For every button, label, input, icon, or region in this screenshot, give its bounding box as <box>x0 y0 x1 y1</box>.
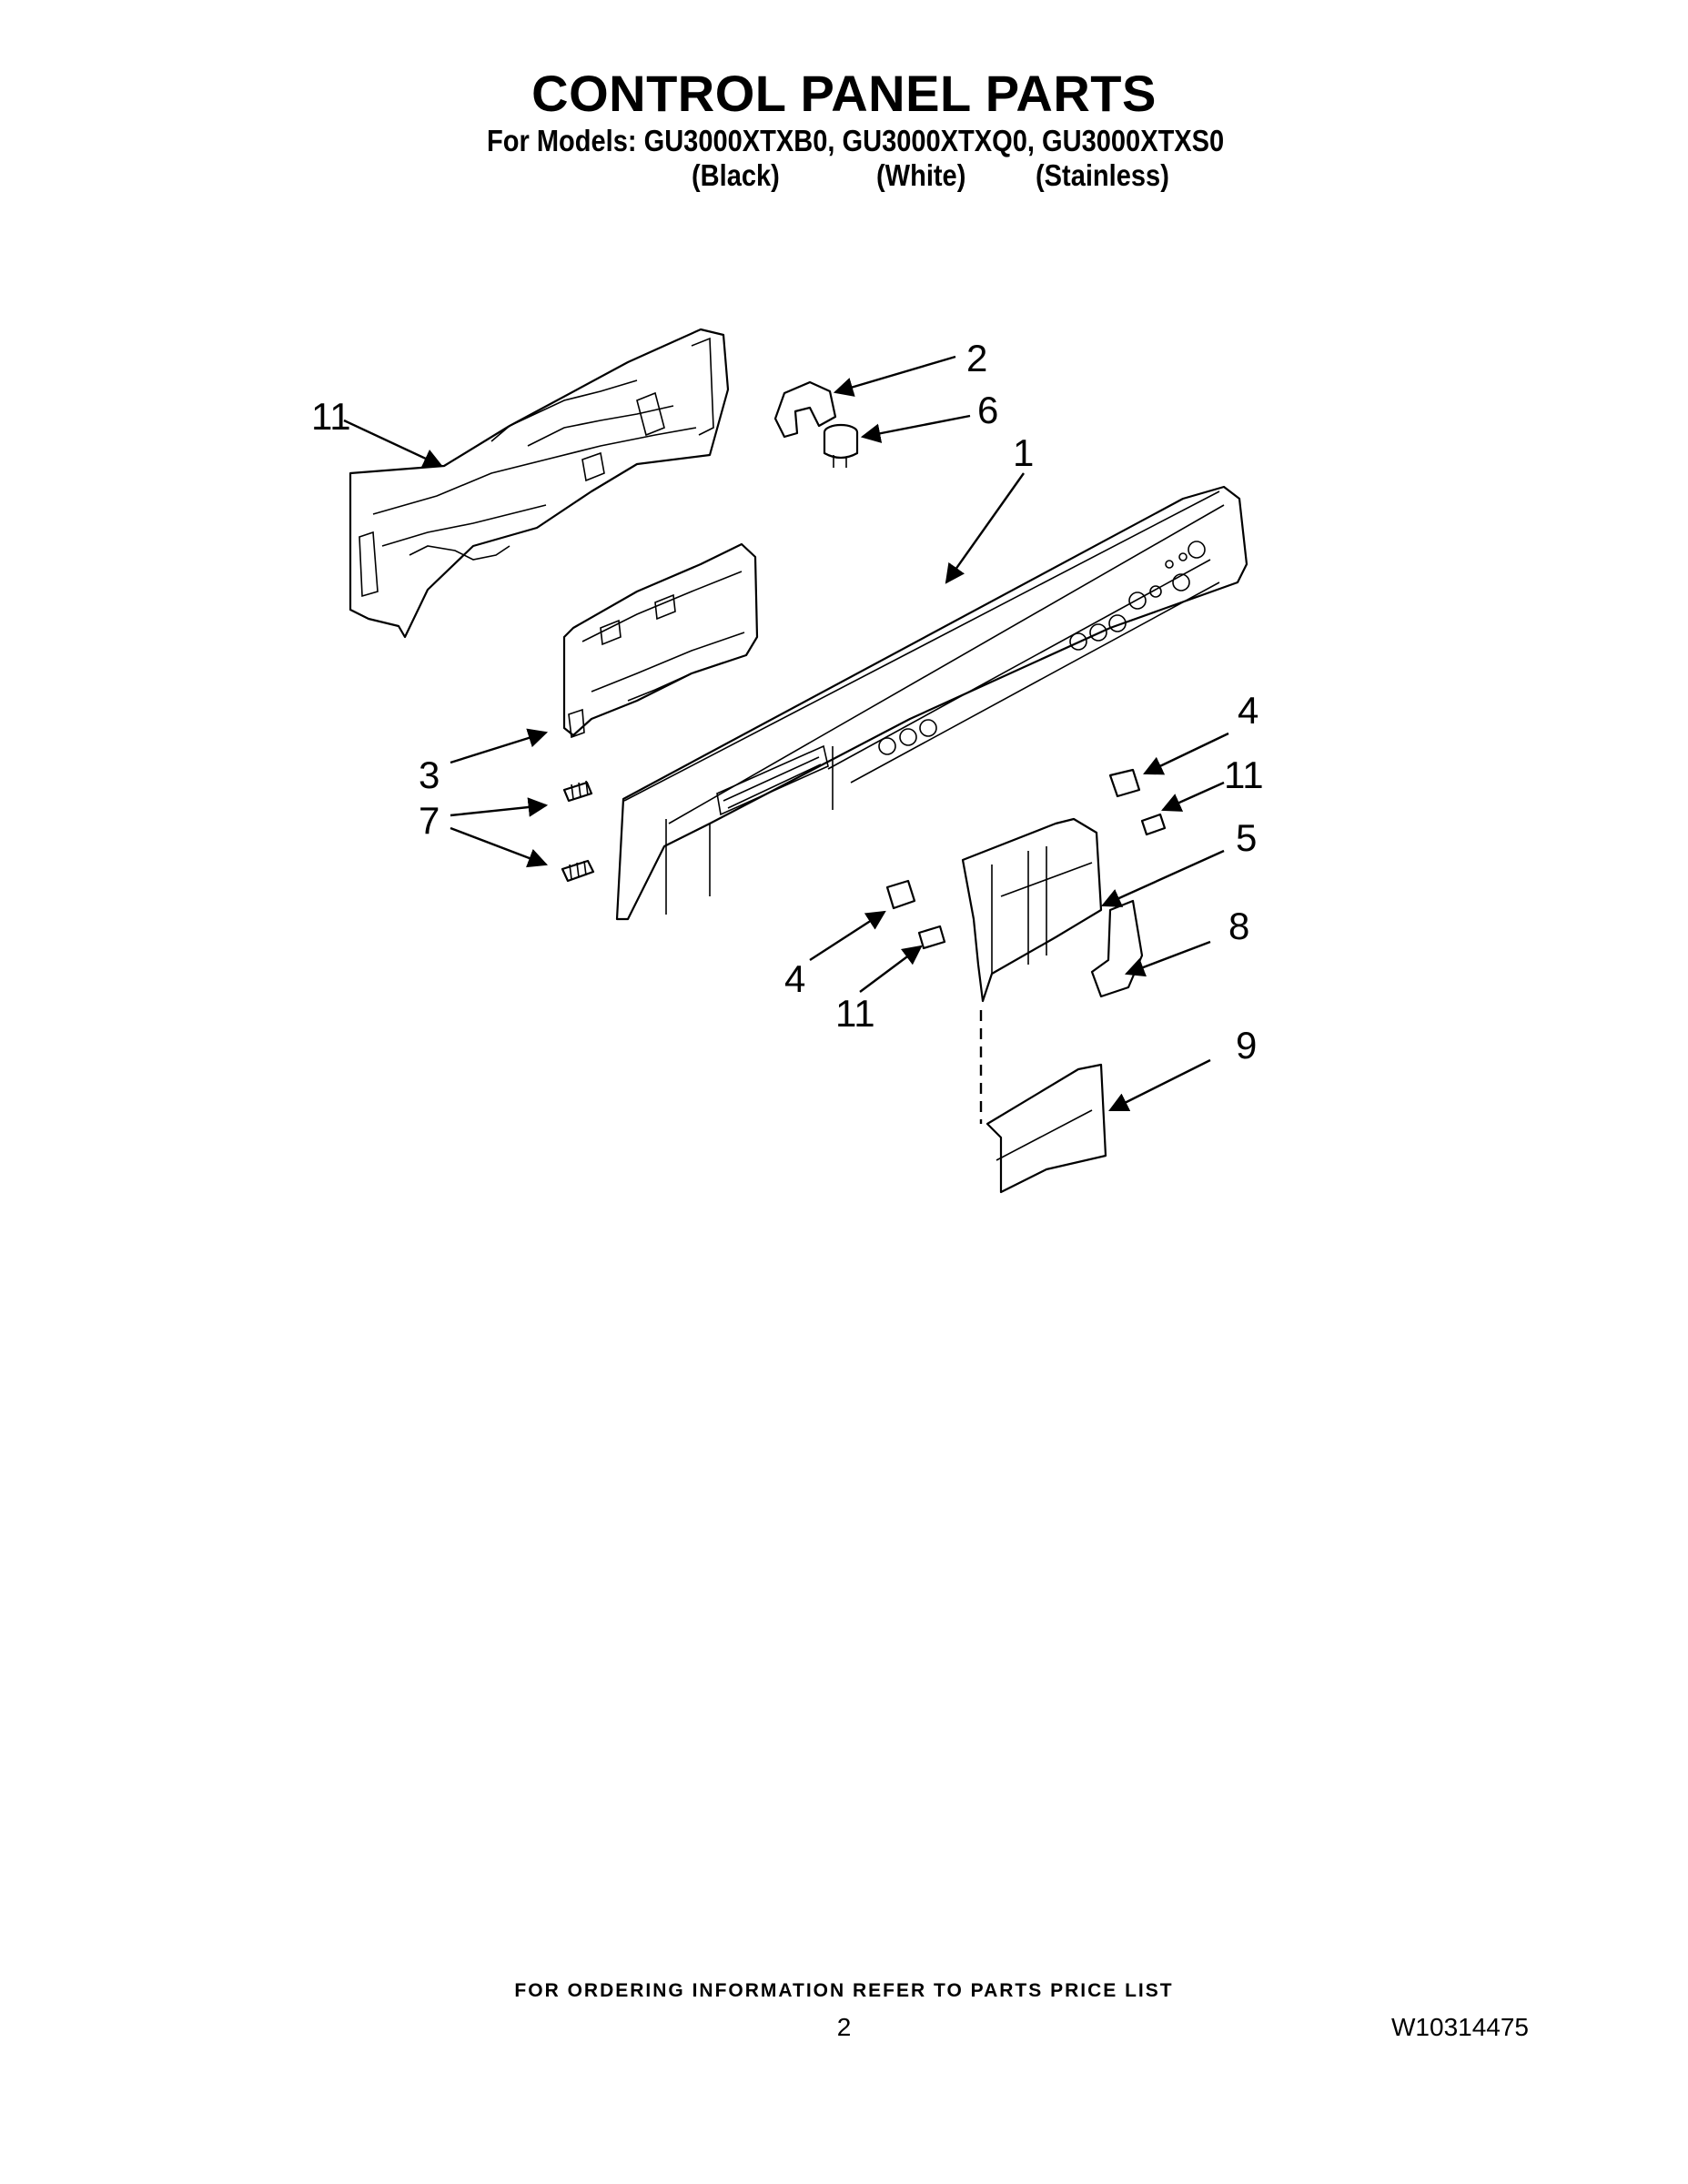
callout-5: 5 <box>1236 816 1257 859</box>
document-number: W10314475 <box>1391 2013 1530 2041</box>
leader-1 <box>945 472 1025 584</box>
part-11-screw-right <box>1140 813 1167 836</box>
part-11-screw-left <box>917 925 946 950</box>
part-2-clip <box>773 380 837 439</box>
part-8-bracket-clip <box>1090 899 1144 998</box>
part-4-clip-right <box>1108 768 1141 798</box>
callout-1: 1 <box>1013 431 1034 474</box>
part-7-screw-lower <box>561 859 595 883</box>
color-label-white: (White) <box>876 158 966 192</box>
color-label-stainless: (Stainless) <box>1036 158 1169 192</box>
ordering-note: FOR ORDERING INFORMATION REFER TO PARTS … <box>514 1980 1174 2001</box>
part-1-control-panel <box>615 485 1248 921</box>
callout-4-left: 4 <box>784 957 805 1000</box>
callout-4-right: 4 <box>1238 689 1258 732</box>
leader-6 <box>860 414 971 443</box>
leader-4-left <box>809 910 886 962</box>
part-3-control-board <box>562 542 759 739</box>
part-10-console-housing <box>349 328 730 639</box>
part-4-clip-left <box>885 879 916 910</box>
callout-2: 2 <box>966 337 987 379</box>
callout-8: 8 <box>1228 905 1249 947</box>
callout-7: 7 <box>419 799 440 842</box>
leader-8 <box>1124 940 1211 977</box>
leader-3 <box>450 728 549 764</box>
page-number: 2 <box>836 2013 852 2041</box>
callout-11-right: 11 <box>1224 753 1264 796</box>
color-label-black: (Black) <box>692 158 780 192</box>
callout-6: 6 <box>977 389 998 431</box>
callout-10: 11 <box>311 395 351 438</box>
callout-3: 3 <box>419 753 440 796</box>
part-6-button <box>823 423 859 468</box>
leader-2 <box>833 355 956 397</box>
part-7-screw-upper <box>562 780 593 803</box>
leader-10 <box>343 419 443 468</box>
leader-5 <box>1101 849 1225 907</box>
part-9-support-bracket <box>986 1063 1107 1194</box>
callout-9: 9 <box>1236 1024 1257 1067</box>
part-5-bracket <box>961 817 1103 1003</box>
callout-11-left: 11 <box>835 992 875 1035</box>
leader-11-right <box>1161 781 1225 812</box>
leader-7-upper <box>450 797 549 817</box>
leader-7-lower <box>450 826 549 868</box>
leader-4-right <box>1143 732 1229 775</box>
leader-9 <box>1108 1058 1211 1112</box>
leader-11-left <box>859 945 923 993</box>
models-line: For Models: GU3000XTXB0, GU3000XTXQ0, GU… <box>487 124 1225 157</box>
page-title: CONTROL PANEL PARTS <box>531 65 1157 122</box>
